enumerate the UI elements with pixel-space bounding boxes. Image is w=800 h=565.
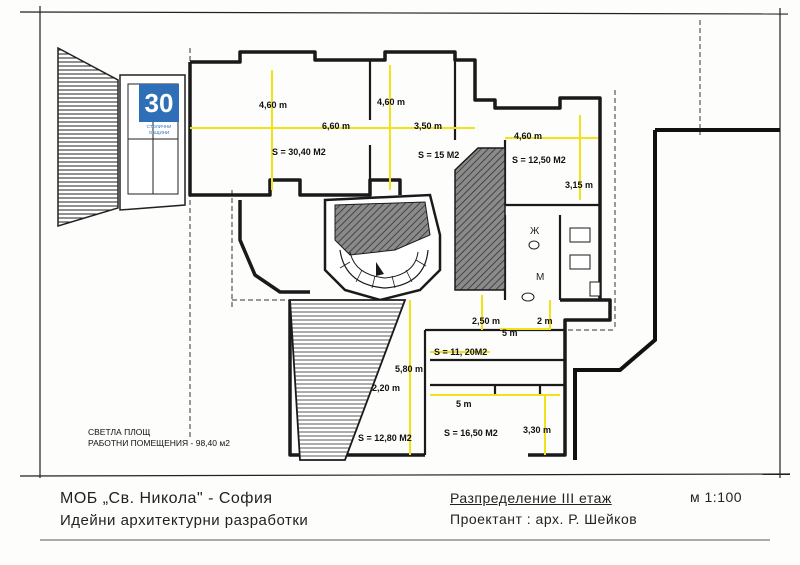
room-area-label: S = 15 M2 (418, 150, 460, 160)
neighbour-building (573, 128, 780, 460)
stair-core (323, 193, 442, 302)
designer-credit: Проектант : арх. Р. Шейков (450, 511, 638, 527)
men-wc-label: М (536, 272, 545, 283)
dimension-lines (190, 65, 598, 455)
room-area-label: S = 30,40 M2 (272, 147, 326, 157)
dashed-outlines (189, 20, 701, 440)
service-shaft (454, 147, 506, 291)
area-summary-note: СВЕТЛА ПЛОЩ РАБОТНИ ПОМЕЩЕНИЯ - 98,40 м2 (88, 427, 230, 449)
area-note-line2: РАБОТНИ ПОМЕЩЕНИЯ - 98,40 м2 (88, 438, 230, 448)
municipality-logo: 30 СТОЛИЧНИ ОБЩИНИ (139, 84, 179, 142)
dimension-label: 2,20 m (372, 383, 401, 393)
logo-number: 30 (144, 88, 174, 118)
sanitary-fixtures (521, 227, 601, 302)
exterior-staircase (289, 299, 407, 461)
room-area-label: S = 12,50 M2 (512, 155, 566, 165)
dimension-label: 5 m (456, 399, 472, 409)
room-area-label: S = 16,50 M2 (444, 428, 498, 438)
dimension-label: 5 m (502, 328, 518, 338)
exterior-walls (188, 50, 612, 457)
women-wc-label: Ж (530, 226, 540, 237)
dimension-label: 5,80 m (395, 364, 424, 374)
sheet-frame (19, 6, 791, 541)
dimension-label: 2,50 m (472, 316, 501, 326)
drawing-scale: м 1:100 (690, 489, 743, 505)
dimension-label: 4,60 m (377, 97, 406, 107)
dimension-label: 4,60 m (259, 100, 288, 110)
project-subtitle: Идейни архитектурни разработки (60, 512, 309, 529)
project-title: МОБ „Св. Никола" - София (60, 490, 273, 507)
dimension-label: 2 m (537, 316, 553, 326)
dimension-label: 6,60 m (322, 121, 351, 131)
logo-caption: СТОЛИЧНИ ОБЩИНИ (146, 124, 172, 135)
dimension-label: 4,60 m (514, 131, 543, 141)
area-note-line1: СВЕТЛА ПЛОЩ (88, 427, 151, 437)
sheet-title: Разпределение III етаж (450, 490, 612, 506)
room-area-label: S = 12,80 M2 (358, 433, 412, 443)
dimension-label: 3,15 m (565, 180, 594, 190)
dimension-label: 3,30 m (523, 425, 552, 435)
logo-badge: 30 (139, 84, 179, 122)
dimension-label: 3,50 m (414, 121, 443, 131)
room-area-label: S = 11, 20M2 (434, 347, 488, 357)
